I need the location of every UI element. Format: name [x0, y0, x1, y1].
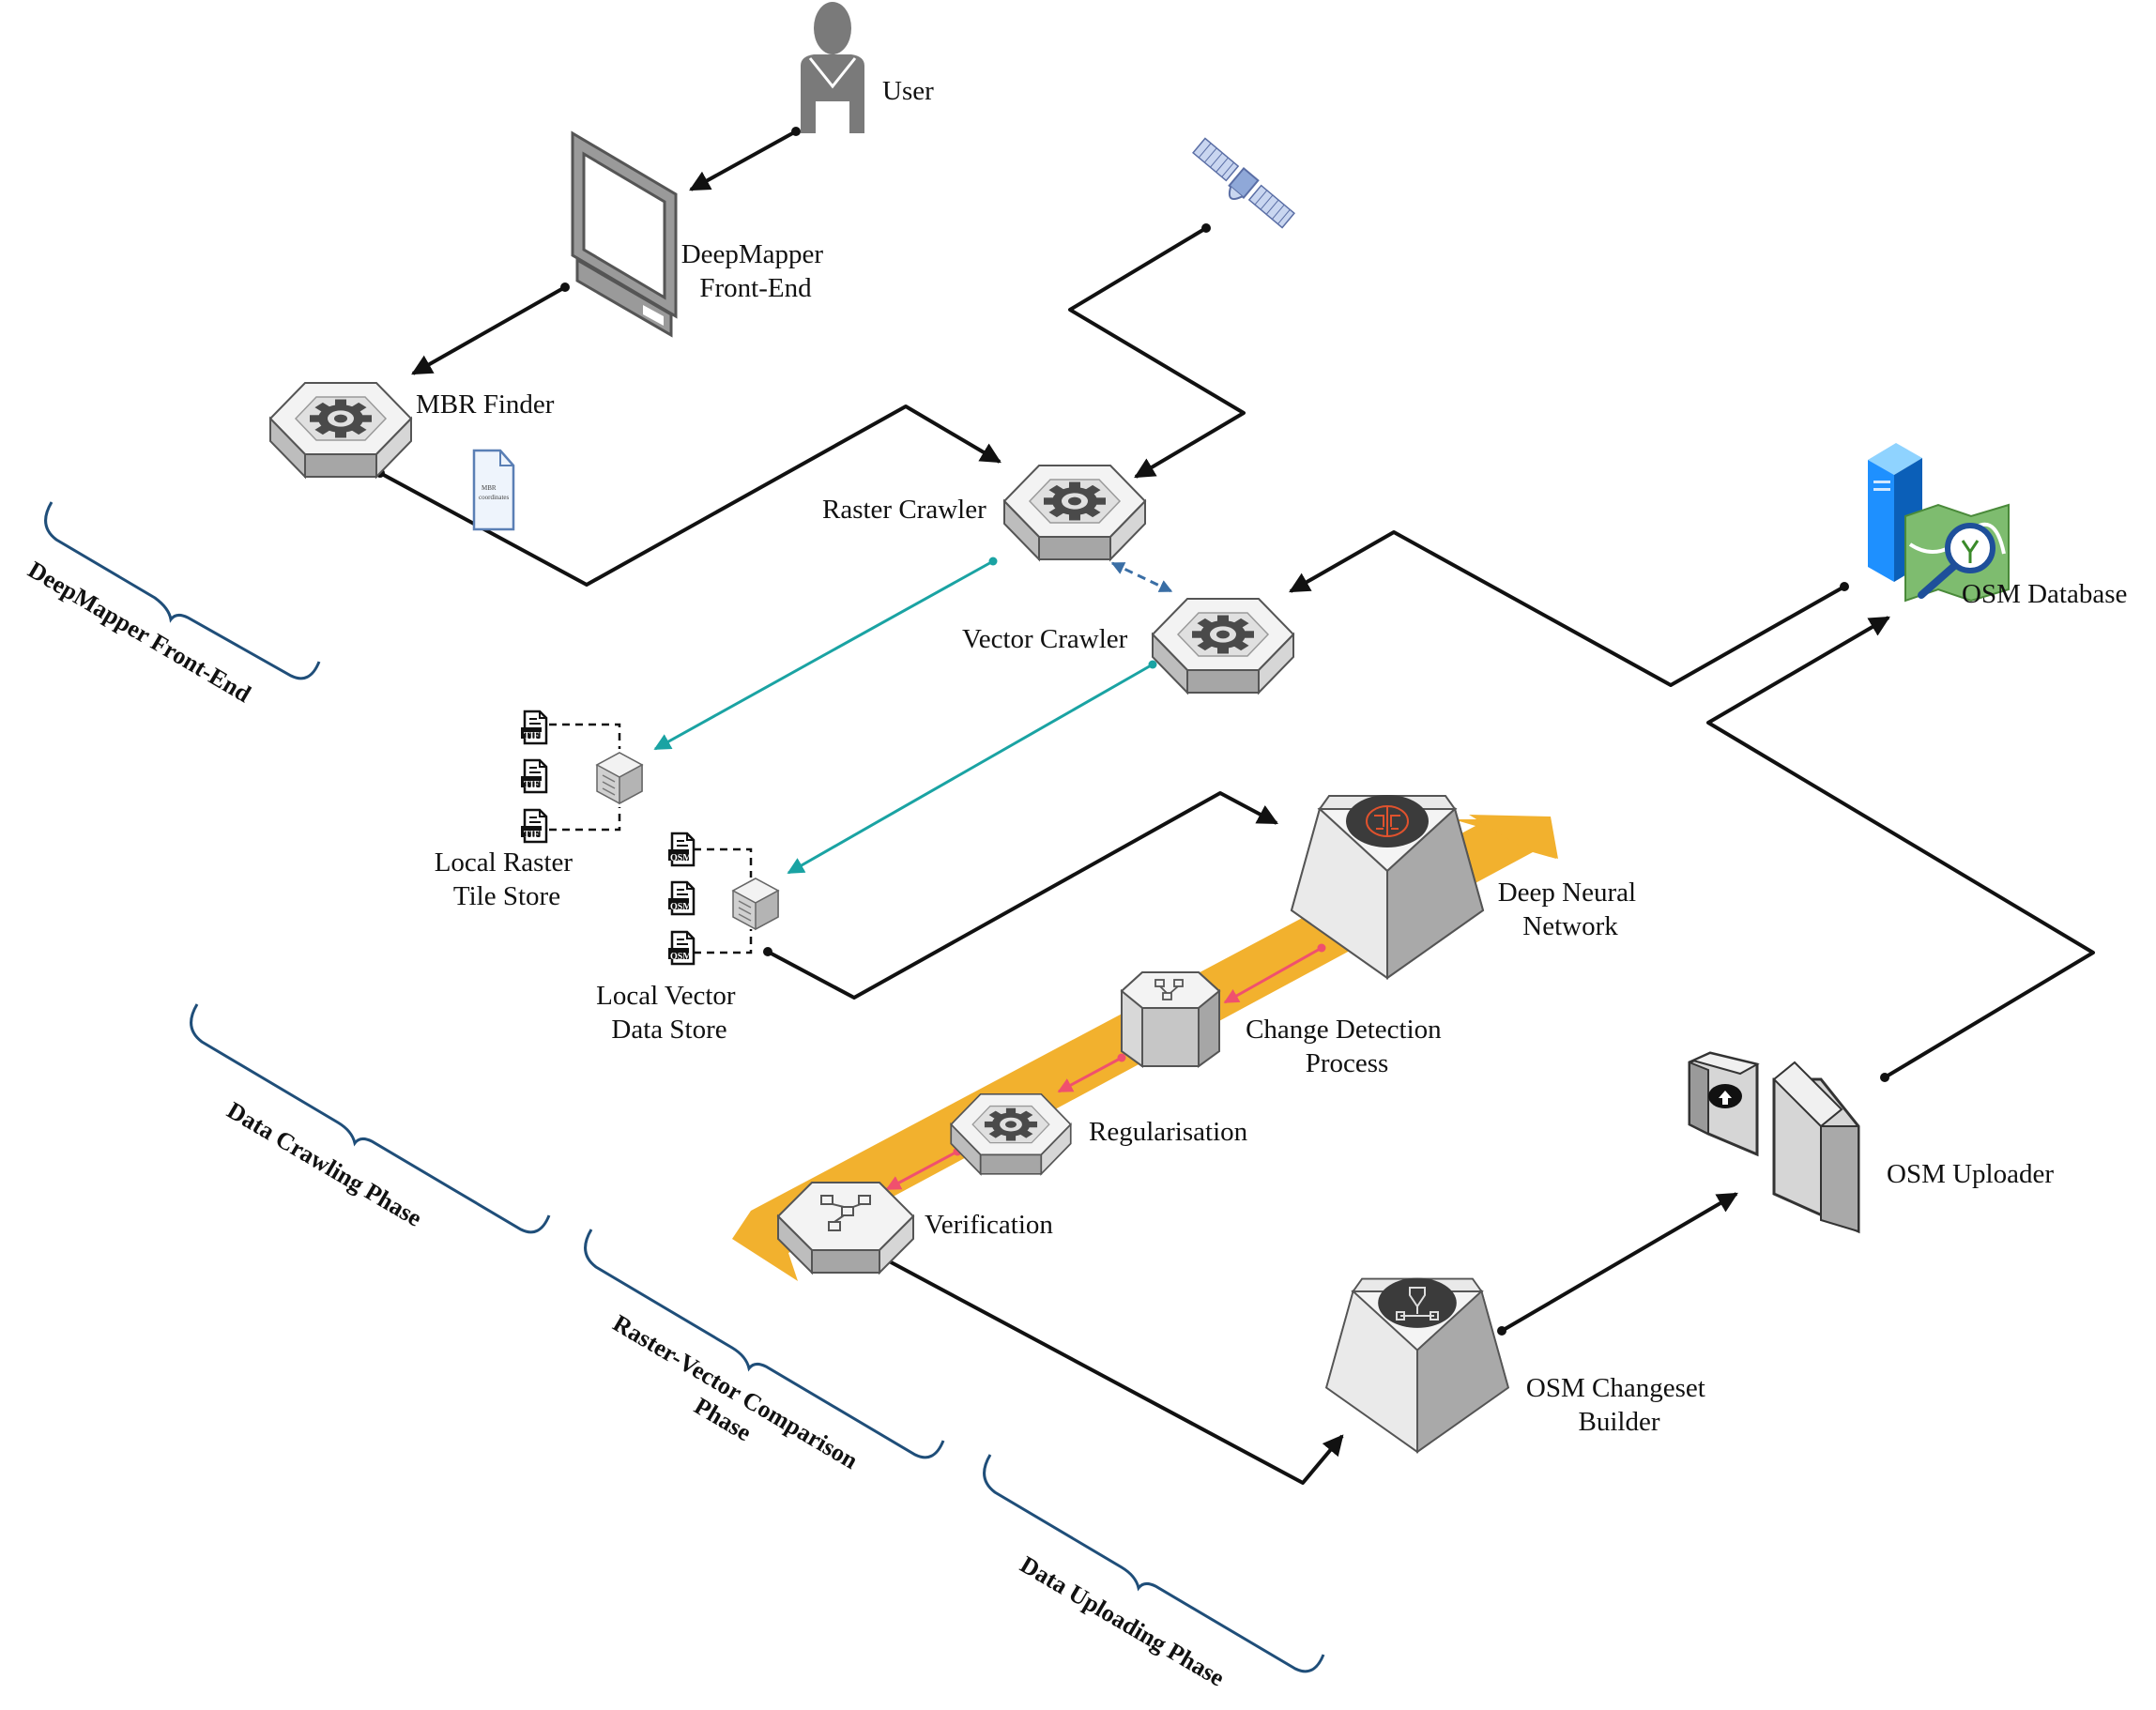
vector-crawler-node	[1152, 598, 1294, 694]
verification-node	[777, 1182, 914, 1274]
pen-tool-icon	[1396, 1287, 1439, 1321]
raster-crawler-node	[1003, 465, 1146, 560]
uploader-node	[1688, 1051, 1860, 1234]
satellite-icon	[1192, 137, 1295, 229]
change-detection-node	[1120, 971, 1221, 1068]
crawling-brace	[190, 1003, 551, 1234]
verification-to-changeset-arrow	[878, 1253, 1344, 1485]
uploading-phase-label: Data Uploading Phase	[1016, 1550, 1230, 1691]
frontend-to-mbr-arrow	[411, 282, 570, 375]
front-end-brace	[44, 501, 321, 680]
tiff-badge: TIFF	[524, 780, 545, 790]
osm-badge: OSM	[670, 902, 692, 912]
monitor-icon	[571, 130, 678, 338]
vector-crawler-to-vector-store-arrow	[787, 660, 1157, 875]
tiff-badge: TIFF	[524, 731, 545, 741]
osm-database-label: OSM Database	[1962, 579, 2127, 609]
raster-crawler-label: Raster Crawler	[822, 495, 986, 525]
vector-crawler-label: Vector Crawler	[962, 624, 1128, 654]
uploader-to-osmdb-arrow	[1706, 616, 2095, 1082]
crawl-arrows	[653, 557, 1157, 875]
mbr-finder-label: MBR Finder	[416, 389, 555, 420]
change-detection-label: Change Detection Process	[1246, 1015, 1448, 1078]
raster-store-label: Local Raster Tile Store	[435, 847, 580, 911]
mbr-document-icon: MBR coordinates	[472, 449, 515, 531]
raster-crawler-to-raster-store-arrow	[653, 557, 998, 751]
crawling-phase-label: Data Crawling Phase	[222, 1096, 427, 1231]
front-end-label: DeepMapper Front-End	[681, 239, 831, 303]
comparison-brace	[584, 1229, 945, 1459]
dnn-label: Deep Neural Network	[1498, 878, 1644, 941]
uploading-brace	[983, 1454, 1325, 1673]
changeset-builder-node	[1325, 1276, 1509, 1453]
mbr-finder-node	[269, 382, 412, 478]
regularisation-label: Regularisation	[1089, 1117, 1248, 1147]
raster-store-cube	[596, 752, 643, 804]
changeset-builder-label: OSM Changeset Builder	[1526, 1373, 1712, 1437]
osm-map-icon	[1904, 503, 2010, 603]
front-end-phase-label: DeepMapper Front-End	[23, 556, 256, 708]
uploader-label: OSM Uploader	[1887, 1159, 2054, 1189]
osm-badge: OSM	[670, 952, 692, 962]
user-to-frontend-arrow	[689, 127, 801, 191]
regularisation-to-verification-arrow	[885, 1147, 962, 1191]
mbr-doc-line2: coordinates	[479, 494, 510, 501]
verification-label: Verification	[925, 1210, 1053, 1240]
dnn-to-change-detection-arrow	[1223, 943, 1326, 1004]
change-detection-to-regularisation-arrow	[1057, 1053, 1126, 1093]
brain-icon	[1366, 805, 1409, 837]
phase-braces	[44, 501, 1325, 1673]
user-label: User	[882, 76, 934, 106]
comparison-phase-label: Raster-Vector Comparison Phase	[593, 1309, 868, 1504]
regularisation-node	[950, 1092, 1072, 1175]
user-icon	[801, 2, 864, 133]
osm-badge: OSM	[670, 853, 692, 863]
crawler-sync-arrow	[1110, 561, 1173, 593]
osmdb-to-vector-crawler-arrow	[1289, 530, 1849, 687]
vector-store-to-dnn-arrow	[763, 791, 1278, 1000]
mbr-doc-line1: MBR	[482, 484, 497, 492]
tiff-badge: TIFF	[524, 830, 545, 840]
vector-store-cube	[732, 878, 779, 930]
vector-store-label: Local Vector Data Store	[596, 981, 742, 1045]
raster-store-group: TIFF TIFF TIFF	[519, 710, 643, 844]
changeset-to-uploader-arrow	[1497, 1192, 1738, 1336]
pipeline-arrows	[885, 943, 1326, 1191]
vector-store-group: OSM OSM OSM	[666, 832, 779, 966]
satellite-to-raster-crawler-arrow	[1068, 223, 1246, 479]
flow-connectors	[375, 127, 2095, 1485]
